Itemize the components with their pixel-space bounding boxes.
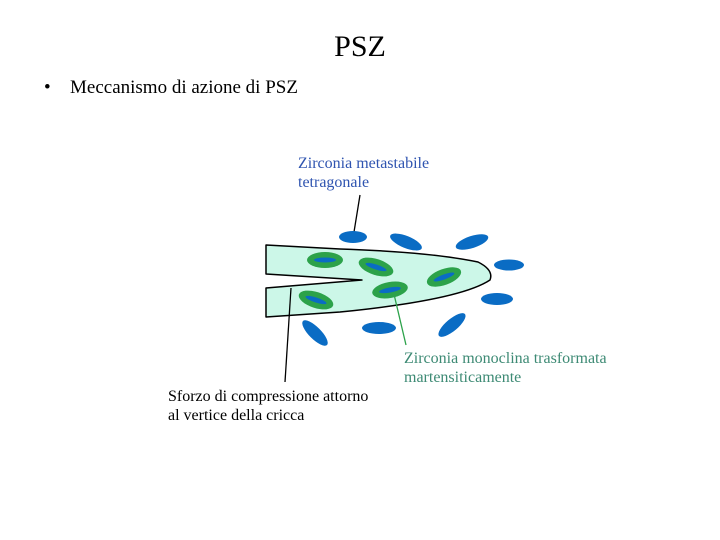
tetragonal-particle	[388, 230, 424, 254]
tetragonal-pointer	[354, 195, 360, 232]
tetragonal-particle	[362, 322, 396, 334]
tetragonal-label-line-2: tetragonale	[298, 173, 429, 192]
tetragonal-particle	[481, 293, 513, 305]
tetragonal-label-line-1: Zirconia metastabile	[298, 154, 429, 173]
tetragonal-particle	[299, 317, 332, 350]
monoclinic-particle	[307, 252, 343, 268]
tetragonal-particle	[435, 309, 469, 340]
compression-label-line-2: al vertice della cricca	[168, 406, 368, 425]
compression-label: Sforzo di compressione attorno al vertic…	[168, 387, 368, 425]
tetragonal-label: Zirconia metastabile tetragonale	[298, 154, 429, 192]
tetragonal-particle	[339, 231, 367, 243]
tetragonal-particle	[454, 231, 490, 253]
monoclinic-label-line-2: martensiticamente	[404, 368, 607, 387]
monoclinic-label-line-1: Zirconia monoclina trasformata	[404, 349, 607, 368]
tetragonal-particle	[494, 260, 524, 271]
crack-shape	[266, 245, 491, 317]
compression-label-line-1: Sforzo di compressione attorno	[168, 387, 368, 406]
monoclinic-label: Zirconia monoclina trasformata martensit…	[404, 349, 607, 387]
